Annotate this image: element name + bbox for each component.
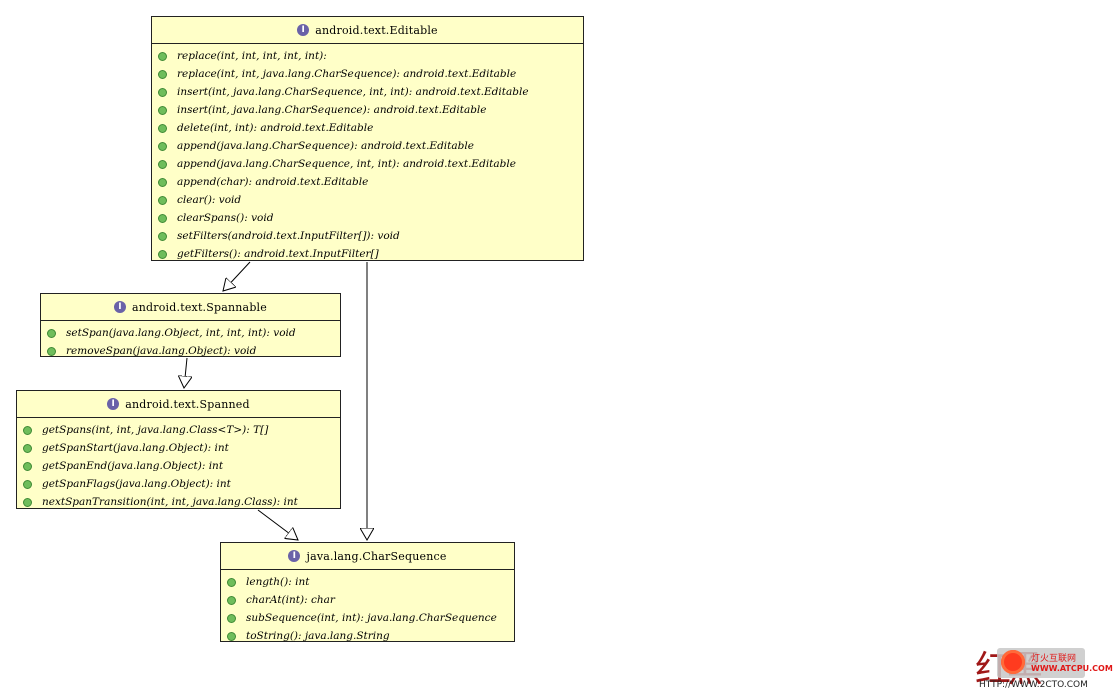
public-operation-icon xyxy=(227,577,236,587)
operation-signature: replace(int, int, int, int, int): xyxy=(177,50,327,62)
operation-signature: replace(int, int, java.lang.CharSequence… xyxy=(177,68,517,80)
operation[interactable]: insert(int, java.lang.CharSequence): and… xyxy=(152,101,583,119)
operation-signature: getFilters(): android.text.InputFilter[] xyxy=(177,248,379,260)
interface-header: I android.text.Spanned xyxy=(17,391,340,418)
operation-signature: getSpanFlags(java.lang.Object): int xyxy=(42,478,231,490)
operation[interactable]: setFilters(android.text.InputFilter[]): … xyxy=(152,227,583,245)
operation[interactable]: getSpanEnd(java.lang.Object): int xyxy=(17,457,340,475)
interface-name: android.text.Editable xyxy=(315,23,438,37)
public-operation-icon xyxy=(158,123,167,133)
public-operation-icon xyxy=(158,159,167,169)
public-operation-icon xyxy=(23,479,32,489)
public-operation-icon xyxy=(158,195,167,205)
operation-signature: charAt(int): char xyxy=(246,594,335,606)
operation-signature: delete(int, int): android.text.Editable xyxy=(177,122,374,134)
watermark-badge-line1: 灯火互联网 xyxy=(1031,654,1077,664)
editable-to-spannable-arrow xyxy=(223,261,251,291)
public-operation-icon xyxy=(158,213,167,223)
operations-list: getSpans(int, int, java.lang.Class<T>): … xyxy=(17,418,340,511)
operation-signature: clearSpans(): void xyxy=(177,212,274,224)
operation-signature: getSpans(int, int, java.lang.Class<T>): … xyxy=(42,424,269,436)
operation[interactable]: getSpans(int, int, java.lang.Class<T>): … xyxy=(17,421,340,439)
interface-i-icon: I xyxy=(113,301,126,313)
operation[interactable]: delete(int, int): android.text.Editable xyxy=(152,119,583,137)
public-operation-icon xyxy=(23,443,32,453)
interface-header: I android.text.Editable xyxy=(152,17,583,44)
spanned-interface-box[interactable]: I android.text.Spanned getSpans(int, int… xyxy=(16,390,341,509)
operation-signature: append(java.lang.CharSequence): android.… xyxy=(177,140,474,152)
operation[interactable]: setSpan(java.lang.Object, int, int, int)… xyxy=(41,324,340,342)
operation-signature: removeSpan(java.lang.Object): void xyxy=(66,345,257,357)
public-operation-icon xyxy=(158,105,167,115)
operation[interactable]: append(java.lang.CharSequence, int, int)… xyxy=(152,155,583,173)
operation[interactable]: length(): int xyxy=(221,573,514,591)
operation[interactable]: subSequence(int, int): java.lang.CharSeq… xyxy=(221,609,514,627)
operation-signature: append(char): android.text.Editable xyxy=(177,176,369,188)
interface-i-icon: I xyxy=(288,550,301,562)
interface-i-icon: I xyxy=(107,398,120,410)
public-operation-icon xyxy=(23,425,32,435)
operation[interactable]: replace(int, int, int, int, int): xyxy=(152,47,583,65)
watermark-badge-line2: WWW.ATCPU.COM xyxy=(1031,664,1113,673)
operation-signature: toString(): java.lang.String xyxy=(246,630,390,642)
operation[interactable]: getFilters(): android.text.InputFilter[] xyxy=(152,245,583,263)
operation[interactable]: replace(int, int, java.lang.CharSequence… xyxy=(152,65,583,83)
operation[interactable]: getSpanFlags(java.lang.Object): int xyxy=(17,475,340,493)
operation-signature: insert(int, java.lang.CharSequence, int,… xyxy=(177,86,529,98)
public-operation-icon xyxy=(47,328,56,338)
spannable-to-spanned-arrow xyxy=(184,357,187,388)
operation[interactable]: append(char): android.text.Editable xyxy=(152,173,583,191)
operation-signature: length(): int xyxy=(246,576,310,588)
public-operation-icon xyxy=(158,231,167,241)
operation-signature: getSpanEnd(java.lang.Object): int xyxy=(42,460,224,472)
interface-name: android.text.Spanned xyxy=(125,397,250,411)
public-operation-icon xyxy=(23,461,32,471)
operation-signature: subSequence(int, int): java.lang.CharSeq… xyxy=(246,612,497,624)
public-operation-icon xyxy=(227,595,236,605)
operation-signature: clear(): void xyxy=(177,194,242,206)
watermark: 红黑 灯火互联网 WWW.ATCPU.COM HTTP://WWW.2CTO.C… xyxy=(975,640,1115,692)
spannable-interface-box[interactable]: I android.text.Spannable setSpan(java.la… xyxy=(40,293,341,357)
watermark-badge: 灯火互联网 WWW.ATCPU.COM xyxy=(997,648,1113,678)
operation-signature: append(java.lang.CharSequence, int, int)… xyxy=(177,158,516,170)
interface-name: java.lang.CharSequence xyxy=(306,549,447,563)
operation[interactable]: removeSpan(java.lang.Object): void xyxy=(41,342,340,360)
lightbulb-icon xyxy=(1001,650,1025,674)
operations-list: length(): int charAt(int): char subSeque… xyxy=(221,570,514,645)
public-operation-icon xyxy=(23,497,32,507)
public-operation-icon xyxy=(158,51,167,61)
public-operation-icon xyxy=(158,177,167,187)
operation[interactable]: append(java.lang.CharSequence): android.… xyxy=(152,137,583,155)
operation-signature: getSpanStart(java.lang.Object): int xyxy=(42,442,229,454)
operation-signature: setFilters(android.text.InputFilter[]): … xyxy=(177,230,400,242)
operation[interactable]: clearSpans(): void xyxy=(152,209,583,227)
operation[interactable]: getSpanStart(java.lang.Object): int xyxy=(17,439,340,457)
interface-i-icon: I xyxy=(297,24,310,36)
watermark-url: HTTP://WWW.2CTO.COM xyxy=(979,680,1088,690)
public-operation-icon xyxy=(227,631,236,641)
interface-header: I android.text.Spannable xyxy=(41,294,340,321)
interface-header: I java.lang.CharSequence xyxy=(221,543,514,570)
operations-list: setSpan(java.lang.Object, int, int, int)… xyxy=(41,321,340,360)
public-operation-icon xyxy=(158,249,167,259)
charsequence-interface-box[interactable]: I java.lang.CharSequence length(): int c… xyxy=(220,542,515,642)
public-operation-icon xyxy=(227,613,236,623)
operation-signature: nextSpanTransition(int, int, java.lang.C… xyxy=(42,496,298,508)
editable-interface-box[interactable]: I android.text.Editable replace(int, int… xyxy=(151,16,584,261)
operations-list: replace(int, int, int, int, int): replac… xyxy=(152,44,583,263)
operation[interactable]: nextSpanTransition(int, int, java.lang.C… xyxy=(17,493,340,511)
operation-signature: setSpan(java.lang.Object, int, int, int)… xyxy=(66,327,296,339)
operation[interactable]: toString(): java.lang.String xyxy=(221,627,514,645)
operation-signature: insert(int, java.lang.CharSequence): and… xyxy=(177,104,487,116)
public-operation-icon xyxy=(158,141,167,151)
spanned-to-charsequence-arrow xyxy=(257,509,298,540)
public-operation-icon xyxy=(47,346,56,356)
interface-name: android.text.Spannable xyxy=(131,300,267,314)
operation[interactable]: insert(int, java.lang.CharSequence, int,… xyxy=(152,83,583,101)
operation[interactable]: charAt(int): char xyxy=(221,591,514,609)
public-operation-icon xyxy=(158,69,167,79)
operation[interactable]: clear(): void xyxy=(152,191,583,209)
public-operation-icon xyxy=(158,87,167,97)
